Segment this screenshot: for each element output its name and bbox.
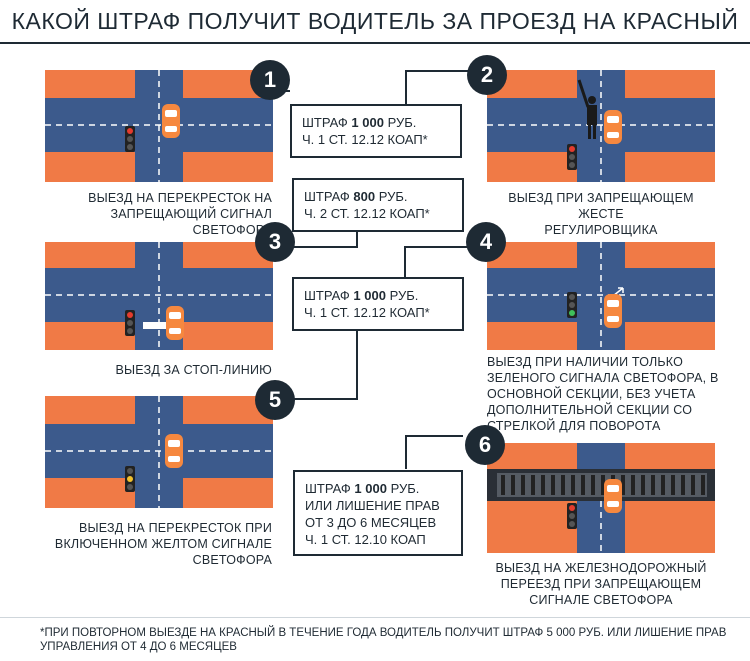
traffic-light-icon [567,503,577,529]
railway-crossing-stripes [497,473,707,497]
step-badge-3: 3 [255,222,295,262]
scene-1-intersection [45,70,273,182]
fine-box-1: ШТРАФ 1 000 РУБ. Ч. 1 СТ. 12.12 КОАП* [290,104,462,158]
caption-3: ВЫЕЗД ЗА СТОП-ЛИНИЮ [115,363,272,377]
car-icon [162,104,180,138]
scene-3-stop-line [45,242,273,350]
car-icon [604,479,622,513]
scene-6-railway-crossing [487,443,715,553]
stop-line [143,322,183,329]
caption-1: ВЫЕЗД НА ПЕРЕКРЕСТОК НА ЗАПРЕЩАЮЩИЙ СИГН… [88,191,272,237]
page-title: КАКОЙ ШТРАФ ПОЛУЧИТ ВОДИТЕЛЬ ЗА ПРОЕЗД Н… [11,8,739,34]
caption-2: ВЫЕЗД ПРИ ЗАПРЕЩАЮЩЕМ ЖЕСТЕ РЕГУЛИРОВЩИК… [508,191,694,237]
caption-6: ВЫЕЗД НА ЖЕЛЕЗНОДОРОЖНЫЙ ПЕРЕЕЗД ПРИ ЗАП… [495,561,707,607]
car-icon [604,294,622,328]
footnote: *ПРИ ПОВТОРНОМ ВЫЕЗДЕ НА КРАСНЫЙ В ТЕЧЕН… [40,627,727,653]
title-divider [0,42,750,44]
step-badge-2: 2 [467,55,507,95]
step-badge-5: 5 [255,380,295,420]
step-badge-1: 1 [250,60,290,100]
fine-box-3: ШТРАФ 1 000 РУБ. Ч. 1 СТ. 12.12 КОАП* [292,277,464,331]
traffic-light-icon [125,126,135,152]
car-icon [604,110,622,144]
traffic-light-icon [567,144,577,170]
traffic-light-icon [125,466,135,492]
scene-5-yellow-signal [45,396,273,508]
step-badge-6: 6 [465,425,505,465]
fine-box-2: ШТРАФ 800 РУБ. Ч. 2 СТ. 12.12 КОАП* [292,178,464,232]
step-badge-4: 4 [466,222,506,262]
traffic-controller-icon [577,79,597,139]
footnote-divider [0,617,750,618]
traffic-light-icon [125,310,135,336]
scene-2-traffic-controller [487,70,715,182]
caption-4: ВЫЕЗД ПРИ НАЛИЧИИ ТОЛЬКО ЗЕЛЕНОГО СИГНАЛ… [487,355,719,433]
scene-4-green-signal [487,242,715,350]
traffic-light-icon [567,292,577,318]
car-icon [166,306,184,340]
car-icon [165,434,183,468]
fine-box-4: ШТРАФ 1 000 РУБ. ИЛИ ЛИШЕНИЕ ПРАВ ОТ 3 Д… [293,470,463,556]
caption-5: ВЫЕЗД НА ПЕРЕКРЕСТОК ПРИ ВКЛЮЧЕННОМ ЖЕЛТ… [54,521,272,567]
